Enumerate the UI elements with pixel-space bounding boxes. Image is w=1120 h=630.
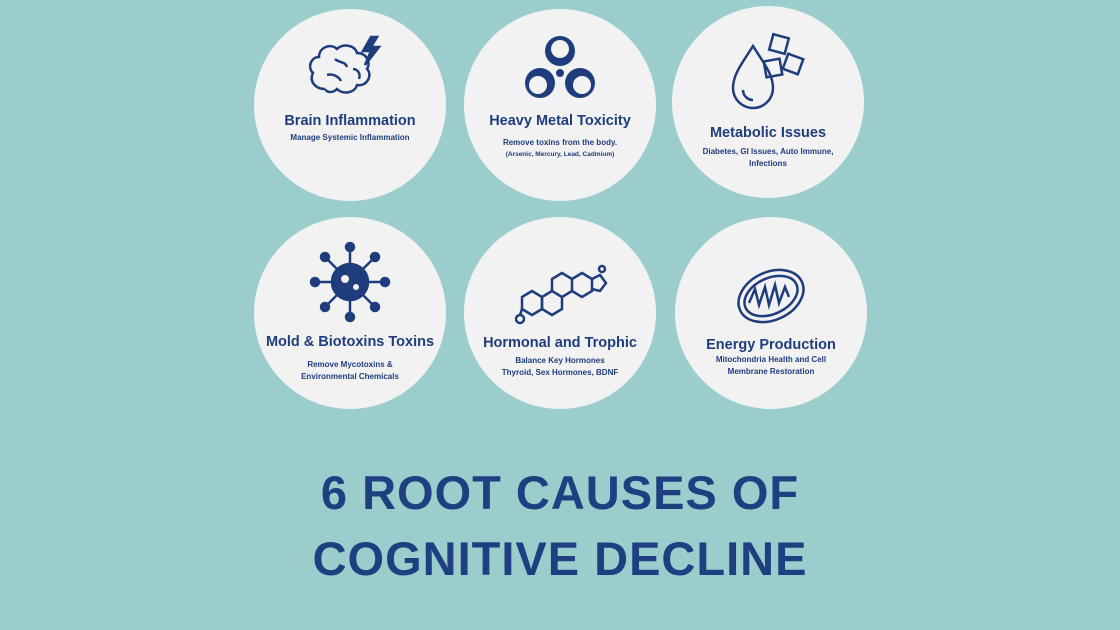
card-subtitle-line: Diabetes, GI Issues, Auto Immune, Infect…	[702, 147, 834, 168]
card-subtitle: Remove toxins from the body. (Arsenic, Me…	[494, 137, 626, 161]
page-title: 6 ROOT CAUSES OF COGNITIVE DECLINE	[0, 460, 1120, 592]
card-subtitle-line: Remove toxins from the body.	[502, 138, 618, 147]
card-subtitle-line: (Arsenic, Mercury, Lead, Cadmium)	[505, 151, 615, 158]
steroid-molecule-icon	[514, 264, 608, 325]
card-metabolic-issues: Metabolic Issues Diabetes, GI Issues, Au…	[672, 6, 864, 198]
card-title: Brain Inflammation	[284, 113, 416, 129]
card-subtitle-line: Remove Mycotoxins & Environmental Chemic…	[301, 360, 399, 381]
card-hormonal-trophic: Hormonal and Trophic Balance Key Hormone…	[464, 217, 656, 409]
card-subtitle: Remove Mycotoxins & Environmental Chemic…	[284, 359, 416, 383]
virus-icon	[309, 241, 391, 323]
card-subtitle: Manage Systemic Inflammation	[284, 132, 416, 144]
brain-lightning-icon	[308, 35, 382, 94]
card-title: Mold & Biotoxins Toxins	[265, 334, 435, 350]
card-subtitle-line: Thyroid, Sex Hormones, BDNF	[501, 368, 619, 377]
biohazard-icon	[525, 36, 595, 98]
card-subtitle-line: Balance Key Hormones	[515, 356, 605, 365]
drop-sugar-cubes-icon	[731, 32, 805, 110]
card-subtitle: Diabetes, GI Issues, Auto Immune, Infect…	[702, 146, 834, 170]
card-title: Metabolic Issues	[709, 125, 827, 141]
mitochondria-icon	[737, 268, 805, 324]
card-subtitle-line: Mitochondria Health and Cell Membrane Re…	[715, 355, 827, 376]
card-brain-inflammation: Brain Inflammation Manage Systemic Infla…	[254, 9, 446, 201]
card-heavy-metal-toxicity: Heavy Metal Toxicity Remove toxins from …	[464, 9, 656, 201]
card-title: Energy Production	[706, 337, 836, 353]
page-title-line-1: 6 ROOT CAUSES OF	[320, 466, 800, 519]
card-energy-production: Energy Production Mitochondria Health an…	[675, 217, 867, 409]
card-title: Hormonal and Trophic	[483, 335, 637, 351]
card-mold-biotoxins: Mold & Biotoxins Toxins Remove Mycotoxin…	[254, 217, 446, 409]
card-subtitle-line: Manage Systemic Inflammation	[290, 133, 410, 142]
card-subtitle: Mitochondria Health and Cell Membrane Re…	[705, 354, 837, 378]
page-title-line-2: COGNITIVE DECLINE	[312, 532, 808, 585]
card-title: Heavy Metal Toxicity	[489, 113, 631, 129]
